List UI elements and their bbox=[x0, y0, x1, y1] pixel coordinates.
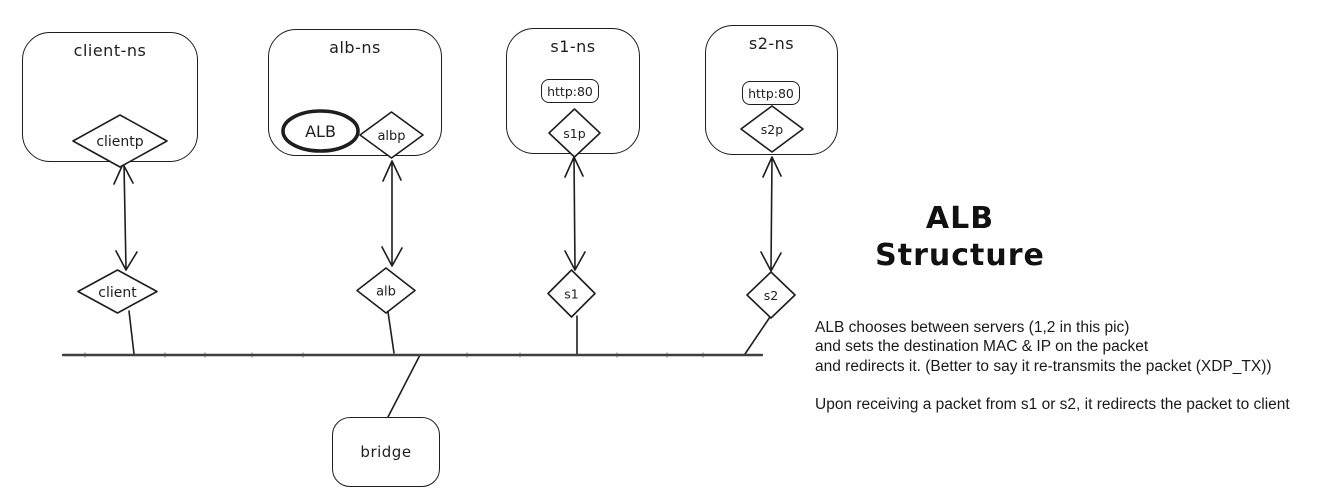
diagram-title: ALB Structure bbox=[840, 200, 1080, 274]
diagram-title-line1: ALB bbox=[925, 201, 995, 236]
note-line: ALB chooses between servers (1,2 in this… bbox=[815, 319, 1130, 336]
s2-bus-connector bbox=[744, 316, 771, 355]
s1p-diamond bbox=[548, 108, 601, 158]
s2-ns-box: s2-ns bbox=[705, 25, 838, 155]
albp-label: albp bbox=[377, 129, 405, 144]
s1p-s1-arrow bbox=[564, 156, 586, 271]
s1-http-box: http:80 bbox=[541, 79, 599, 103]
bus-segment-ticks bbox=[84, 352, 704, 358]
note-line: and sets the destination MAC & IP on the… bbox=[815, 338, 1149, 356]
s2p-label: s2p bbox=[761, 122, 783, 137]
s2p-diamond bbox=[740, 105, 804, 153]
clientp-diamond bbox=[72, 114, 168, 168]
s1-label: s1 bbox=[564, 287, 578, 302]
client-bus-connector bbox=[128, 310, 135, 355]
client-label: client bbox=[98, 285, 137, 301]
note-line: and redirects it. (Better to say it re-t… bbox=[815, 357, 1272, 375]
s2-label: s2 bbox=[764, 288, 778, 303]
albp-diamond bbox=[359, 111, 424, 159]
clientp-client-arrow bbox=[113, 163, 138, 271]
alb-diamond bbox=[356, 267, 416, 314]
diagram-title-line2: Structure bbox=[875, 238, 1045, 273]
alb-program-label: ALB bbox=[305, 122, 336, 141]
bridge-connector bbox=[387, 354, 421, 418]
s2-diamond bbox=[746, 271, 796, 319]
bridge-box: bridge bbox=[332, 417, 440, 487]
note-line: Upon receiving a packet from s1 or s2, i… bbox=[815, 396, 1290, 414]
client-diamond bbox=[77, 269, 158, 314]
alb-ns-box: alb-ns bbox=[268, 29, 442, 156]
client-ns-label: client-ns bbox=[73, 41, 147, 60]
s1-ns-label: s1-ns bbox=[550, 37, 596, 56]
note-line-spacer bbox=[815, 376, 1315, 395]
s1-http-label: http:80 bbox=[547, 83, 593, 99]
bridge-label: bridge bbox=[360, 443, 412, 461]
alb-label: alb bbox=[376, 285, 396, 300]
s2-http-label: http:80 bbox=[748, 85, 794, 101]
s2-ns-label: s2-ns bbox=[748, 34, 795, 53]
alb-program-ellipse bbox=[281, 109, 360, 153]
annotation-text: ALB chooses between servers (1,2 in this… bbox=[815, 318, 1315, 414]
s2-http-box: http:80 bbox=[742, 81, 800, 105]
s2p-s2-arrow bbox=[760, 156, 782, 272]
s1p-label: s1p bbox=[563, 126, 585, 141]
s1-diamond bbox=[547, 269, 596, 318]
albp-alb-arrow bbox=[381, 160, 403, 267]
alb-ns-label: alb-ns bbox=[329, 38, 381, 57]
clientp-label: clientp bbox=[96, 134, 143, 150]
alb-bus-connector bbox=[387, 311, 395, 354]
